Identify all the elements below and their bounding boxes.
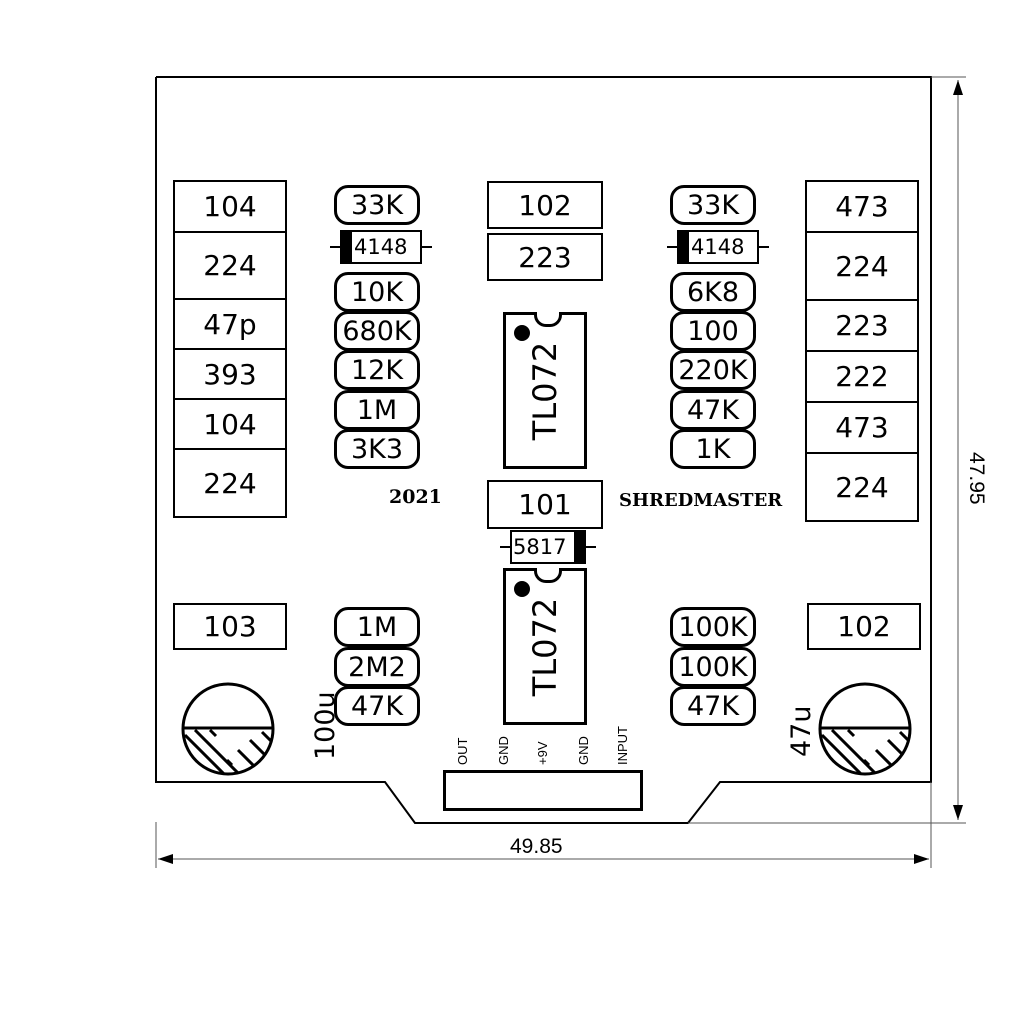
capacitor-223-top: 223 bbox=[487, 233, 603, 281]
resistor: 100K bbox=[670, 607, 756, 647]
pin1-dot-icon bbox=[514, 325, 530, 341]
brand-label: SHREDMASTER bbox=[619, 490, 783, 511]
capacitor-103: 103 bbox=[173, 603, 287, 650]
capacitor: 224 bbox=[805, 452, 919, 522]
capacitor: 393 bbox=[173, 348, 287, 400]
pin-label-out: OUT bbox=[455, 737, 470, 765]
electrolytic-cap-left-shape bbox=[181, 682, 275, 776]
resistor: 100 bbox=[670, 311, 756, 351]
right-capacitor-stack: 473 224 223 222 473 224 bbox=[805, 180, 919, 522]
resistor: 47K bbox=[670, 390, 756, 430]
resistor: 220K bbox=[670, 350, 756, 390]
capacitor: 104 bbox=[173, 180, 287, 233]
capacitor: 224 bbox=[805, 231, 919, 301]
diode-label: 5817 bbox=[513, 535, 567, 559]
resistor: 100K bbox=[670, 647, 756, 687]
left-capacitor-stack: 104 224 47p 393 104 224 bbox=[173, 180, 287, 518]
arrow-right-icon bbox=[914, 854, 929, 864]
resistor: 1M bbox=[334, 390, 420, 430]
capacitor: 47p bbox=[173, 298, 287, 350]
resistor: 12K bbox=[334, 350, 420, 390]
diode-label: 4148 bbox=[354, 235, 408, 259]
diode-left: 4148 bbox=[330, 230, 432, 264]
resistor: 10K bbox=[334, 272, 420, 312]
pin-label-gnd: GND bbox=[496, 736, 511, 765]
ic-tl072-bottom: TL072 bbox=[503, 568, 587, 725]
capacitor: 223 bbox=[805, 299, 919, 352]
resistor: 6K8 bbox=[670, 272, 756, 312]
capacitor: 473 bbox=[805, 180, 919, 233]
capacitor-102-top: 102 bbox=[487, 181, 603, 229]
resistor: 680K bbox=[334, 311, 420, 351]
cathode-band-icon bbox=[574, 532, 584, 562]
ic-label: TL072 bbox=[526, 341, 564, 440]
ic-label: TL072 bbox=[526, 597, 564, 696]
connector-header bbox=[443, 770, 643, 811]
width-dimension-label: 49.85 bbox=[510, 835, 563, 858]
ic-notch-icon bbox=[534, 568, 562, 583]
resistor: 1M bbox=[334, 607, 420, 647]
diode-label: 4148 bbox=[691, 235, 745, 259]
resistor: 3K3 bbox=[334, 429, 420, 469]
electrolytic-cap-right-label: 47u bbox=[786, 705, 817, 757]
pin1-dot-icon bbox=[514, 581, 530, 597]
resistor: 33K bbox=[670, 185, 756, 225]
arrow-up-icon bbox=[953, 80, 963, 95]
diode-5817: 5817 bbox=[500, 530, 596, 564]
pin-label-gnd: GND bbox=[576, 736, 591, 765]
capacitor: 224 bbox=[173, 448, 287, 518]
resistor: 47K bbox=[670, 686, 756, 726]
capacitor: 222 bbox=[805, 350, 919, 403]
arrow-left-icon bbox=[158, 854, 173, 864]
resistor: 33K bbox=[334, 185, 420, 225]
ic-notch-icon bbox=[534, 312, 562, 327]
year-label: 2021 bbox=[389, 486, 442, 508]
capacitor: 224 bbox=[173, 231, 287, 300]
resistor: 47K bbox=[334, 686, 420, 726]
electrolytic-cap-left-label: 100u bbox=[310, 691, 341, 760]
resistor: 1K bbox=[670, 429, 756, 469]
ic-tl072-top: TL072 bbox=[503, 312, 587, 469]
cathode-band-icon bbox=[342, 232, 352, 262]
capacitor-101: 101 bbox=[487, 480, 603, 529]
capacitor: 473 bbox=[805, 401, 919, 454]
pin-label-input: INPUT bbox=[615, 726, 630, 765]
resistor: 2M2 bbox=[334, 647, 420, 687]
diode-right: 4148 bbox=[667, 230, 769, 264]
capacitor: 104 bbox=[173, 398, 287, 450]
arrow-down-icon bbox=[953, 805, 963, 820]
capacitor-102-bottom: 102 bbox=[807, 603, 921, 650]
cathode-band-icon bbox=[679, 232, 689, 262]
pin-label-9v: +9V bbox=[535, 741, 550, 766]
height-dimension-label: 47.95 bbox=[965, 452, 988, 505]
electrolytic-cap-right-shape bbox=[818, 682, 912, 776]
